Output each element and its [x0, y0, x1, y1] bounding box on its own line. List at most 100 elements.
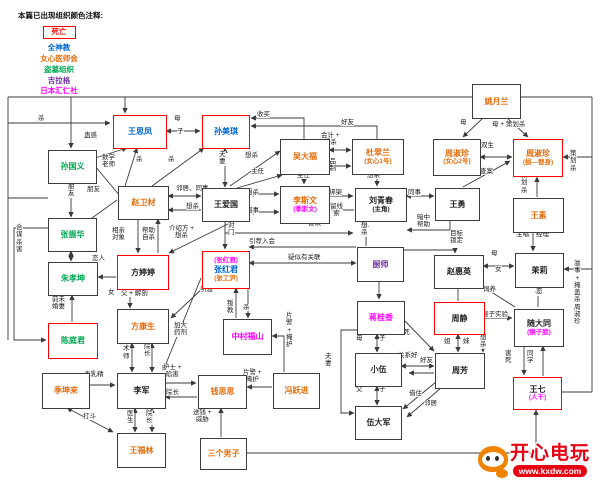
person-node: 王福林 — [117, 433, 166, 468]
person-node: 中村福山 — [223, 319, 272, 355]
edge-label: 院长 — [166, 389, 179, 397]
person-name: 赵卫材 — [131, 198, 156, 208]
edge-label: 朋 友 — [68, 183, 75, 198]
person-name: 赵惠英 — [447, 267, 471, 277]
person-node: 厨师 — [357, 247, 404, 282]
person-node: 三个男子 — [200, 438, 247, 470]
person-name: 杜翠兰 — [366, 148, 390, 158]
edge-label: 同事 — [408, 189, 421, 197]
edge-label: 关系好 — [398, 352, 418, 360]
person-node: 冯跃进 — [273, 373, 320, 409]
person-name: 方康生 — [131, 321, 155, 331]
brand-text: 开心电玩 — [510, 443, 591, 464]
person-name: 周静 — [451, 313, 468, 323]
person-subname: (猴子脸) — [527, 328, 551, 336]
edge-label: 目标 锁定 — [450, 230, 463, 245]
person-node: 小伍 — [355, 353, 402, 387]
edge-label: 院 长 — [146, 410, 153, 425]
person-name: 季坤来 — [54, 386, 78, 396]
edge-label: 疑似有关联 — [288, 254, 321, 262]
edge-label: 数学 老师 — [102, 154, 115, 169]
edge-label: 杀 — [38, 115, 45, 123]
site-url[interactable]: www.kxdw.com — [512, 464, 588, 477]
edge-label: 女 — [108, 289, 115, 297]
person-node: 茉莉 — [515, 253, 564, 288]
edge-label: 母 — [174, 115, 181, 123]
edge-label: 双生 — [481, 142, 494, 150]
person-name: 王思凤 — [128, 127, 152, 137]
person-node: 赵卫材 — [118, 186, 169, 220]
edge-label: 经理 — [536, 231, 549, 239]
person-name: 李军 — [133, 386, 150, 396]
person-node: 赵惠英 — [434, 255, 484, 289]
edge-label: 主任 — [251, 168, 264, 176]
person-node: 李斯文 (季斯文) — [280, 186, 330, 224]
edge-label: 母 — [356, 335, 363, 343]
person-node: 孙美琪 — [202, 115, 250, 149]
person-subname: (主角) — [372, 205, 390, 213]
person-node: 王七 (人干) — [513, 377, 562, 410]
edge-label: 子 — [177, 128, 184, 136]
edge-label: 加大 药剂 — [174, 322, 187, 337]
person-name: 王爱国 — [214, 200, 238, 210]
person-subname: (女心1号) — [364, 157, 392, 165]
legend-item: 吉拉格 — [47, 75, 71, 85]
edge-label: 想 杀 — [361, 222, 368, 237]
edge-label: 姐 — [444, 338, 451, 346]
person-name: 周芳 — [452, 366, 468, 376]
person-node: 杜翠兰 (女心1号) — [352, 139, 404, 175]
person-node: 季坤来 — [42, 373, 90, 409]
person-name: 王勇 — [449, 199, 466, 209]
person-node: 王勇 — [435, 188, 480, 221]
edge-label: 合 谋 杀 害 — [16, 224, 23, 254]
edge-label: 夫 妻 — [219, 151, 226, 166]
edge-label: 滋 事 + 掩 盖 杀 周 淑 珍 — [574, 260, 581, 326]
mascot-icon — [476, 444, 510, 480]
edge-label: 引渡 — [200, 286, 213, 294]
edge-label: 杀 — [136, 156, 143, 164]
edge-label: 送钱 + 威胁 — [193, 409, 212, 424]
person-node: 周芳 — [435, 353, 485, 389]
person-node: 方康生 — [117, 309, 169, 344]
person-name: 刘青春 — [369, 196, 393, 206]
legend-item: 死亡 — [42, 25, 76, 39]
edge-label: 饲养 — [483, 286, 496, 294]
person-name: 张振华 — [60, 230, 85, 240]
edge-label: 女 — [495, 266, 502, 274]
edge-label: 收买 — [257, 111, 270, 119]
person-subname-2: (张工尹) — [214, 274, 238, 282]
person-node: 姚月兰 — [472, 84, 521, 119]
person-node: 吴大福 — [280, 139, 330, 175]
legend-item: 日本汇仁社 — [40, 86, 78, 96]
person-name: 冯跃进 — [284, 386, 309, 396]
person-node: 朱孝坤 — [48, 262, 98, 296]
edge-label: 绑架 — [329, 189, 342, 197]
person-name: 孙美琪 — [214, 127, 238, 137]
person-node: (张红君) 张红君 (张工尹) — [202, 251, 250, 289]
edge-label: 主唱 — [516, 231, 529, 239]
edge-label: 帮助 自杀 — [142, 227, 155, 242]
person-name: 厨师 — [372, 259, 389, 269]
person-name: 中村福山 — [231, 332, 264, 342]
edge-label: 猴子实验 — [482, 311, 508, 319]
edge-label: 妹 — [463, 338, 470, 346]
person-node: 王爱国 — [202, 188, 250, 222]
edge-label: 恋人 — [92, 255, 105, 263]
kxdw-watermark[interactable]: 开心电玩 www.kxdw.com — [476, 443, 591, 480]
edge-label: 引荐入会 — [249, 238, 275, 246]
person-name: (张红君) — [214, 257, 238, 265]
person-name: 伍大军 — [366, 418, 391, 428]
edge-label: 母 — [491, 250, 498, 258]
person-name: 陈庭君 — [61, 336, 85, 346]
edge-label: 蛊惑 — [84, 132, 97, 140]
edge-label: 子 — [379, 335, 386, 343]
edge-label: 邻居、同事 — [176, 185, 209, 193]
person-name: 朱孝坤 — [61, 274, 85, 284]
person-node: 张振华 — [48, 218, 97, 252]
person-node: 钱思思 — [198, 375, 247, 409]
person-node: 刘青春 (主角) — [355, 188, 407, 222]
person-node: 周静 — [434, 302, 485, 335]
person-name: 钱思思 — [210, 387, 235, 397]
edge-label: 护士 + 陷害 — [163, 364, 182, 379]
